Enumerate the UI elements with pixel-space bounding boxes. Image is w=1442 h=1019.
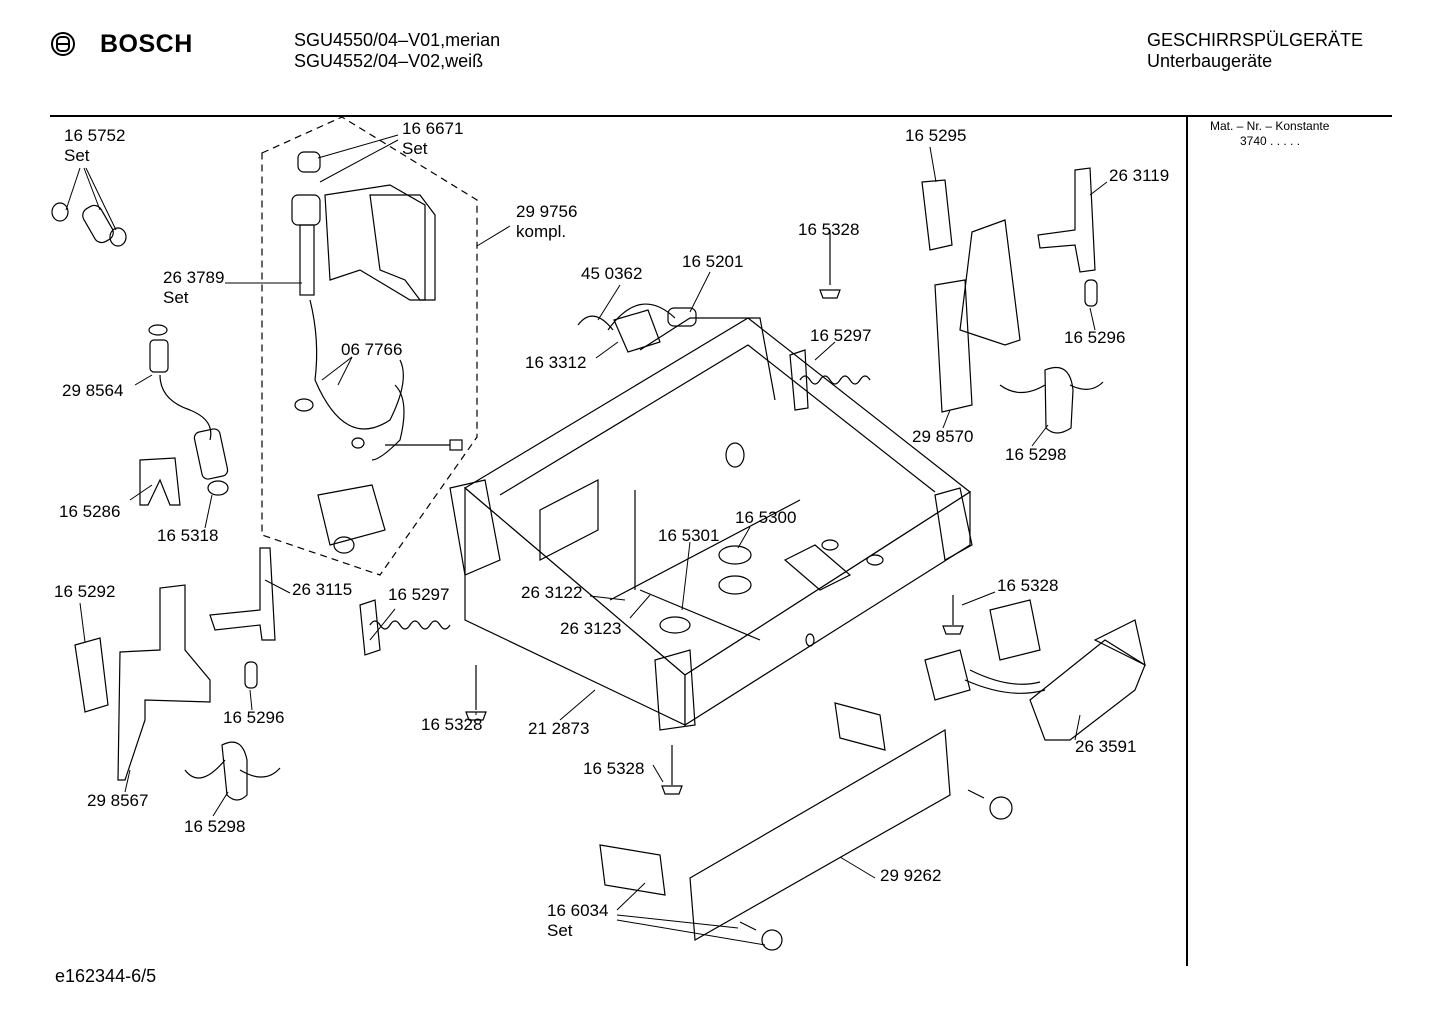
screws <box>465 230 964 795</box>
right-bracket-assembly <box>921 167 1104 434</box>
bosch-logo-icon <box>51 32 75 56</box>
callout-29-8567: 29 8567 <box>87 791 149 810</box>
spring-right <box>789 349 871 411</box>
callout-16-5296-left: 16 5296 <box>223 708 285 727</box>
callout-16-3312: 16 3312 <box>525 353 587 372</box>
leader-lines <box>65 134 1108 946</box>
callout-29-9262: 29 9262 <box>880 866 942 885</box>
hose-clamp-set <box>51 202 127 247</box>
category-title: GESCHIRRSPÜLGERÄTE <box>1147 30 1364 50</box>
mat-number-label: Mat. – Nr. – Konstante <box>1210 119 1330 133</box>
callout-16-5328-b: 16 5328 <box>583 759 645 778</box>
callout-16-5328-d: 16 5328 <box>997 576 1059 595</box>
callout-21-2873: 21 2873 <box>528 719 590 738</box>
callout-26-3122: 26 3122 <box>521 583 583 602</box>
mat-number-value: 3740 . . . . . <box>1240 134 1301 148</box>
hinge-clip <box>139 457 181 506</box>
callout-26-3119: 26 3119 <box>1109 166 1170 185</box>
drain-hose <box>148 324 229 496</box>
callout-16-5297-right: 16 5297 <box>810 326 872 345</box>
callout-06-7766: 06 7766 <box>341 340 403 359</box>
callout-16-5328-a: 16 5328 <box>421 715 483 734</box>
callout-16-5298-left: 16 5298 <box>184 817 246 836</box>
callout-16-5296-right: 16 5296 <box>1064 328 1126 347</box>
callout-16-5201: 16 5201 <box>682 252 744 271</box>
left-bracket-assembly <box>74 547 281 801</box>
front-panel <box>599 702 1013 951</box>
brand-name: BOSCH <box>100 30 193 58</box>
callout-16-5298-right: 16 5298 <box>1005 445 1067 464</box>
sensor-harness <box>577 303 697 353</box>
spring-left <box>359 599 451 656</box>
callout-26-3115: 26 3115 <box>292 580 353 599</box>
model-line-2: SGU4552/04–V02,weiß <box>294 51 484 71</box>
callout-26-3591: 26 3591 <box>1075 737 1137 756</box>
callout-16-5318: 16 5318 <box>157 526 219 545</box>
callout-16-5297-left: 16 5297 <box>388 585 450 604</box>
callout-16-5328-c: 16 5328 <box>798 220 860 239</box>
callout-16-5300: 16 5300 <box>735 508 797 527</box>
callout-16-5295: 16 5295 <box>905 126 967 145</box>
model-line-1: SGU4550/04–V01,merian <box>294 30 501 50</box>
wiring-connector <box>924 599 1146 741</box>
subcategory-title: Unterbaugeräte <box>1147 51 1273 71</box>
callout-45-0362: 45 0362 <box>581 264 643 283</box>
callout-29-8570: 29 8570 <box>912 427 974 446</box>
inlet-valve <box>291 151 463 554</box>
document-id: e162344-6/5 <box>55 966 157 986</box>
assembly-outline <box>261 116 478 576</box>
callout-16-5301: 16 5301 <box>658 526 720 545</box>
base-tub <box>449 317 973 731</box>
callout-16-5292: 16 5292 <box>54 582 116 601</box>
callout-29-8564: 29 8564 <box>62 381 124 400</box>
callout-16-5286: 16 5286 <box>59 502 121 521</box>
callout-26-3123: 26 3123 <box>560 619 622 638</box>
